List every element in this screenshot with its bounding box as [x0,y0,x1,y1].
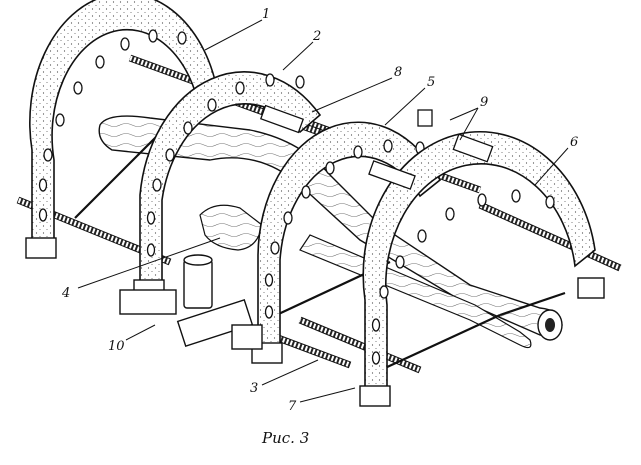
callout-8: 8 [394,65,402,80]
bone-fragment [199,204,263,251]
distraction-unit [119,254,263,350]
wire-clamps [259,104,494,190]
callout-1: 1 [262,7,270,22]
callout-5: 5 [427,75,435,90]
fibula-bone [299,234,532,349]
callout-2: 2 [312,29,321,44]
leader-lines [77,19,569,403]
callout-4: 4 [61,286,70,301]
callout-6: 6 [570,135,578,150]
ring-3 [251,121,442,364]
callout-3: 3 [250,381,258,396]
callout-10: 10 [108,339,125,354]
callout-7: 7 [288,399,297,414]
figure-caption: Рис. 3 [261,429,309,447]
callout-9: 9 [480,95,488,110]
bone-group [98,115,563,349]
tibia-canal [545,318,555,332]
